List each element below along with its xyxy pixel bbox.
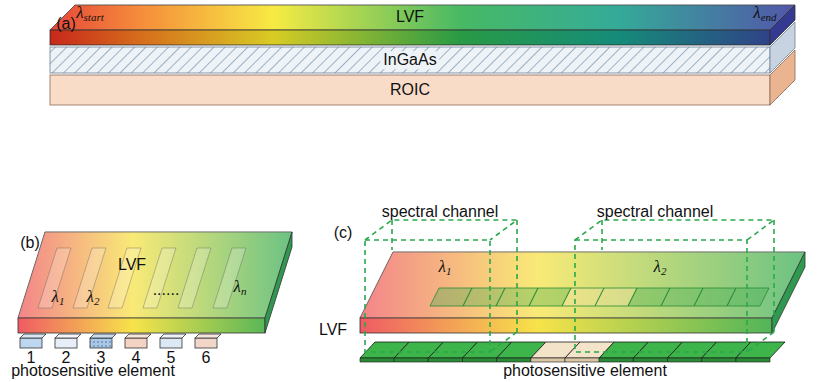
node-label: λ2 — [87, 288, 100, 307]
cell — [531, 358, 565, 362]
cell — [736, 358, 770, 362]
cell — [727, 288, 769, 306]
panel-label: (c) — [334, 224, 353, 242]
cell — [736, 342, 785, 358]
node-label: LVF — [319, 321, 347, 339]
filter-grid — [430, 288, 769, 306]
lvf-layer — [50, 5, 795, 45]
panel-label: (a) — [56, 15, 76, 33]
node-label: λ1 — [52, 288, 65, 307]
panel-label: (b) — [20, 234, 40, 252]
filter-slab: LVF λ1 λ2...... λn — [18, 232, 292, 333]
lvf-slab — [18, 232, 292, 333]
part-label: photosensitive element — [11, 362, 175, 380]
cell — [668, 358, 702, 362]
filter-layer: λstart LVF λend — [50, 3, 795, 45]
lvf-slab — [360, 252, 805, 333]
node-label: spectral channel — [597, 203, 714, 221]
spectral-channel: spectral channel — [362, 203, 520, 355]
node-label: spectral channel — [382, 203, 499, 221]
channel-outline — [365, 220, 517, 352]
node-label: LVF — [118, 256, 146, 274]
node-label: LVF — [396, 8, 424, 26]
cell — [360, 358, 394, 362]
node-label: λ1 — [439, 258, 452, 277]
cell — [428, 358, 462, 362]
ingaas-layer — [50, 22, 795, 73]
callout-number: 6 — [202, 349, 211, 367]
node-label: InGaAs — [380, 51, 439, 69]
node-label: λend — [753, 4, 776, 23]
node-label: ...... — [153, 281, 180, 299]
cell — [565, 358, 599, 362]
part-label: photosensitive element — [503, 362, 667, 380]
cell — [633, 358, 667, 362]
cell — [599, 358, 633, 362]
spectral-channel: spectral channel — [573, 203, 778, 355]
absorber-layer: InGaAs — [50, 47, 770, 73]
node-label: λstart — [76, 4, 104, 23]
cell — [497, 358, 531, 362]
cell — [702, 358, 736, 362]
node-label: ROIC — [390, 81, 430, 99]
channel-outline — [575, 220, 774, 352]
cell — [463, 358, 497, 362]
photosensitive-elements — [20, 334, 221, 348]
filter-slab: LVFλ1λ2 — [360, 252, 805, 333]
node-label: λ2 — [654, 258, 667, 277]
node-label: λn — [234, 278, 247, 297]
cell — [394, 358, 428, 362]
readout-layer: ROIC — [50, 75, 770, 105]
